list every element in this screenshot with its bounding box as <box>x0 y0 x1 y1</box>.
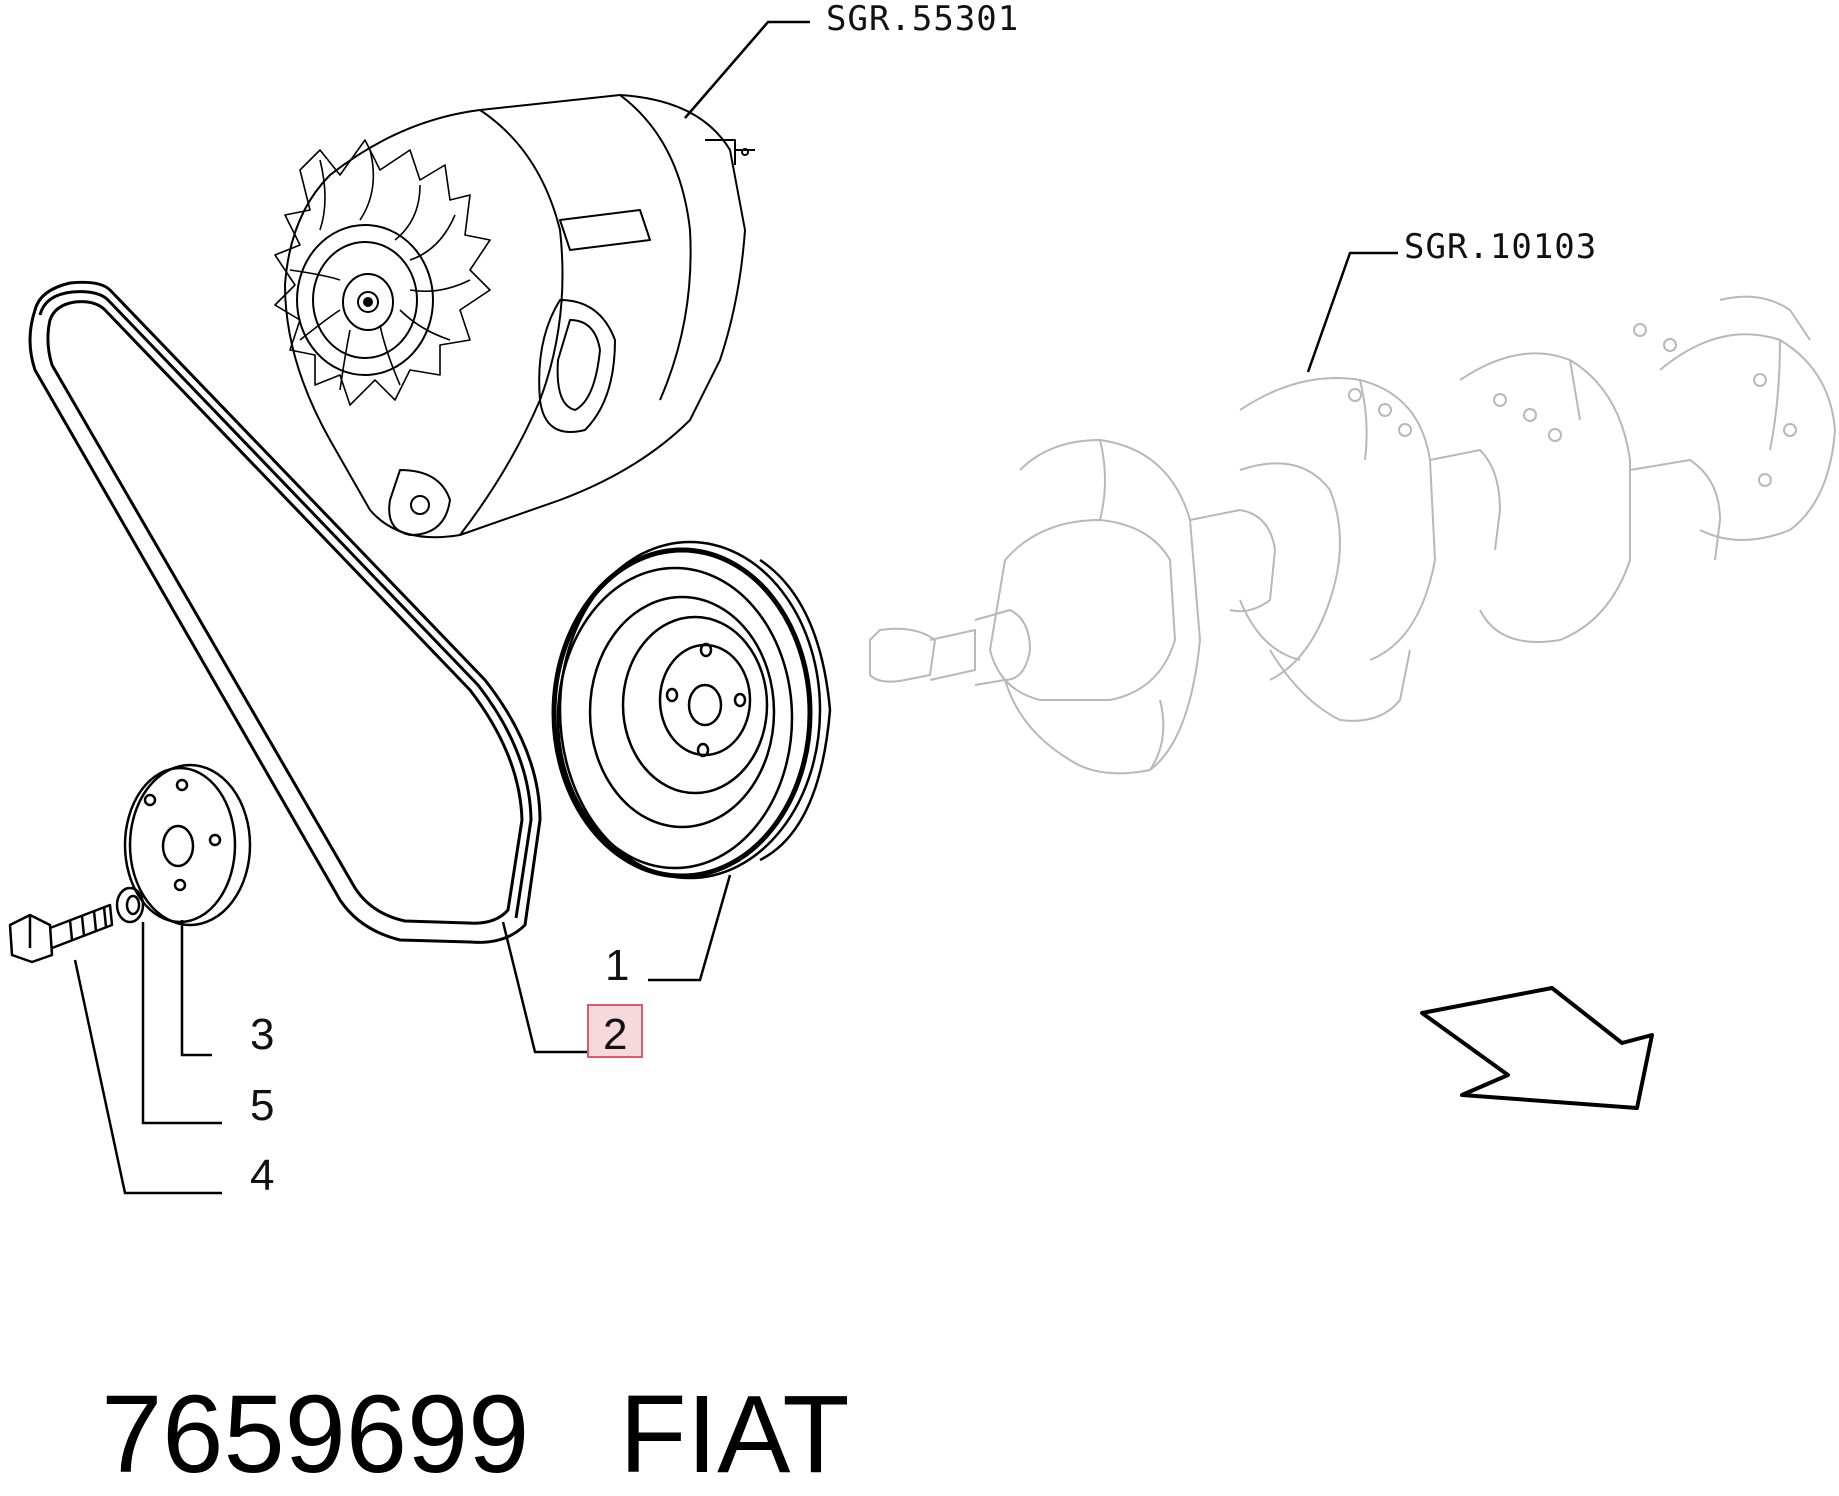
brand-name: FIAT <box>619 1373 850 1496</box>
crankshaft-reference-leader <box>1306 251 1398 373</box>
callout-leaders <box>73 874 732 1195</box>
leader-bolt <box>73 959 222 1195</box>
pulley-drawing <box>551 540 832 880</box>
callout-number-2: 2 <box>603 1010 627 1059</box>
part-number: 7659699 <box>101 1373 530 1496</box>
callout-number-3: 3 <box>250 1010 274 1059</box>
bolt-drawing <box>8 903 114 964</box>
alternator-reference-label: SGR.55301 <box>826 0 1019 39</box>
direction-arrow-icon <box>1420 986 1654 1110</box>
leader-pulley <box>648 874 732 982</box>
alternator-drawing <box>274 94 755 539</box>
alternator-reference-leader <box>684 20 810 119</box>
hub-plate-drawing <box>123 763 252 927</box>
callout-number-1: 1 <box>605 941 629 990</box>
crankshaft-reference-label: SGR.10103 <box>1404 227 1597 267</box>
part-caption: 7659699 FIAT <box>40 1270 850 1496</box>
leader-washer <box>141 922 222 1125</box>
crankshaft-drawing <box>869 295 1836 775</box>
v-belt-drawing <box>28 280 542 944</box>
washer-drawing <box>115 886 145 924</box>
callout-highlight-box <box>587 1004 643 1058</box>
callout-number-5: 5 <box>250 1081 274 1130</box>
exploded-parts-diagram: SGR.55301 SGR <box>8 0 1836 1200</box>
leader-v-belt <box>501 921 590 1054</box>
leader-hub-plate <box>180 920 212 1057</box>
callout-number-4: 4 <box>250 1151 274 1200</box>
